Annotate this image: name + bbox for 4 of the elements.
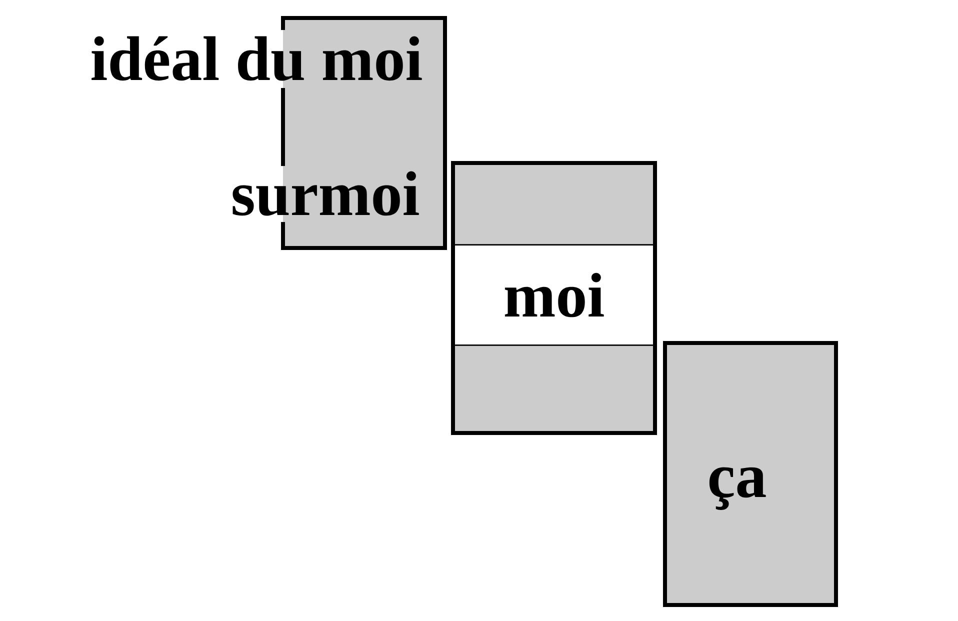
box-label: idéal du moi xyxy=(92,36,422,81)
box-label: surmoi xyxy=(232,171,419,216)
box: ça xyxy=(663,341,838,607)
band: moi xyxy=(454,244,654,346)
